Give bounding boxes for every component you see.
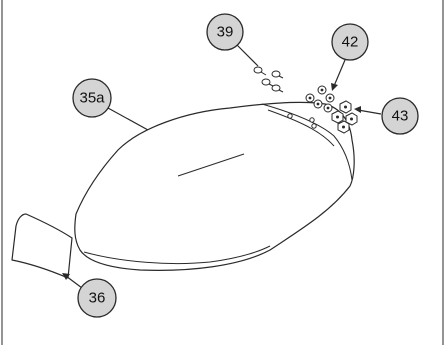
callout-nut-plate: 42 <box>331 23 369 61</box>
nut-group <box>331 100 358 134</box>
leader-nut <box>357 109 382 115</box>
screw-icon <box>271 70 284 79</box>
cover-slot <box>177 153 245 177</box>
nut-plate-icon <box>325 93 335 103</box>
nut-plate-icon <box>323 103 333 113</box>
leader-nut-arrowhead <box>354 106 361 113</box>
cover-hole <box>309 117 315 123</box>
nut-icon <box>331 110 344 124</box>
cover-part <box>74 101 355 271</box>
cover-bottom-lip <box>83 245 271 265</box>
callout-label-nut-plate: 42 <box>342 34 359 51</box>
nut-plate-icon <box>317 85 327 95</box>
nut-icon <box>337 120 350 134</box>
callout-flap: 36 <box>77 278 117 318</box>
leader-nut-plate <box>333 59 346 87</box>
callout-nut: 43 <box>381 97 419 135</box>
screw-icon <box>271 84 284 93</box>
callout-label-nut: 43 <box>392 108 409 125</box>
nut-icon <box>345 112 358 126</box>
cover-rear-ridge-inner <box>267 109 335 147</box>
leader-screw <box>235 43 259 67</box>
nut-plate-icon <box>305 93 315 103</box>
cover-hole <box>311 123 317 129</box>
cover-hole <box>287 113 293 119</box>
flap-part <box>11 213 73 279</box>
cover-outline <box>74 101 355 271</box>
callout-cover: 35a <box>72 78 112 118</box>
screw-icon <box>253 66 267 76</box>
leader-flap-arrowhead <box>62 273 70 280</box>
cover-rear-ridge <box>261 103 353 181</box>
leader-cover <box>107 107 149 131</box>
leader-flap <box>65 275 83 289</box>
callout-label-cover: 35a <box>79 90 105 107</box>
callout-label-flap: 36 <box>89 290 106 307</box>
callout-screw: 39 <box>206 13 244 51</box>
screw-icon <box>261 78 274 87</box>
leader-nut-plate-arrowhead <box>331 83 338 91</box>
screw-group <box>253 66 284 93</box>
callout-label-screw: 39 <box>217 24 234 41</box>
nut-plate-icon <box>313 99 323 109</box>
nut-icon <box>339 100 352 114</box>
nut-plate-group <box>305 85 335 113</box>
